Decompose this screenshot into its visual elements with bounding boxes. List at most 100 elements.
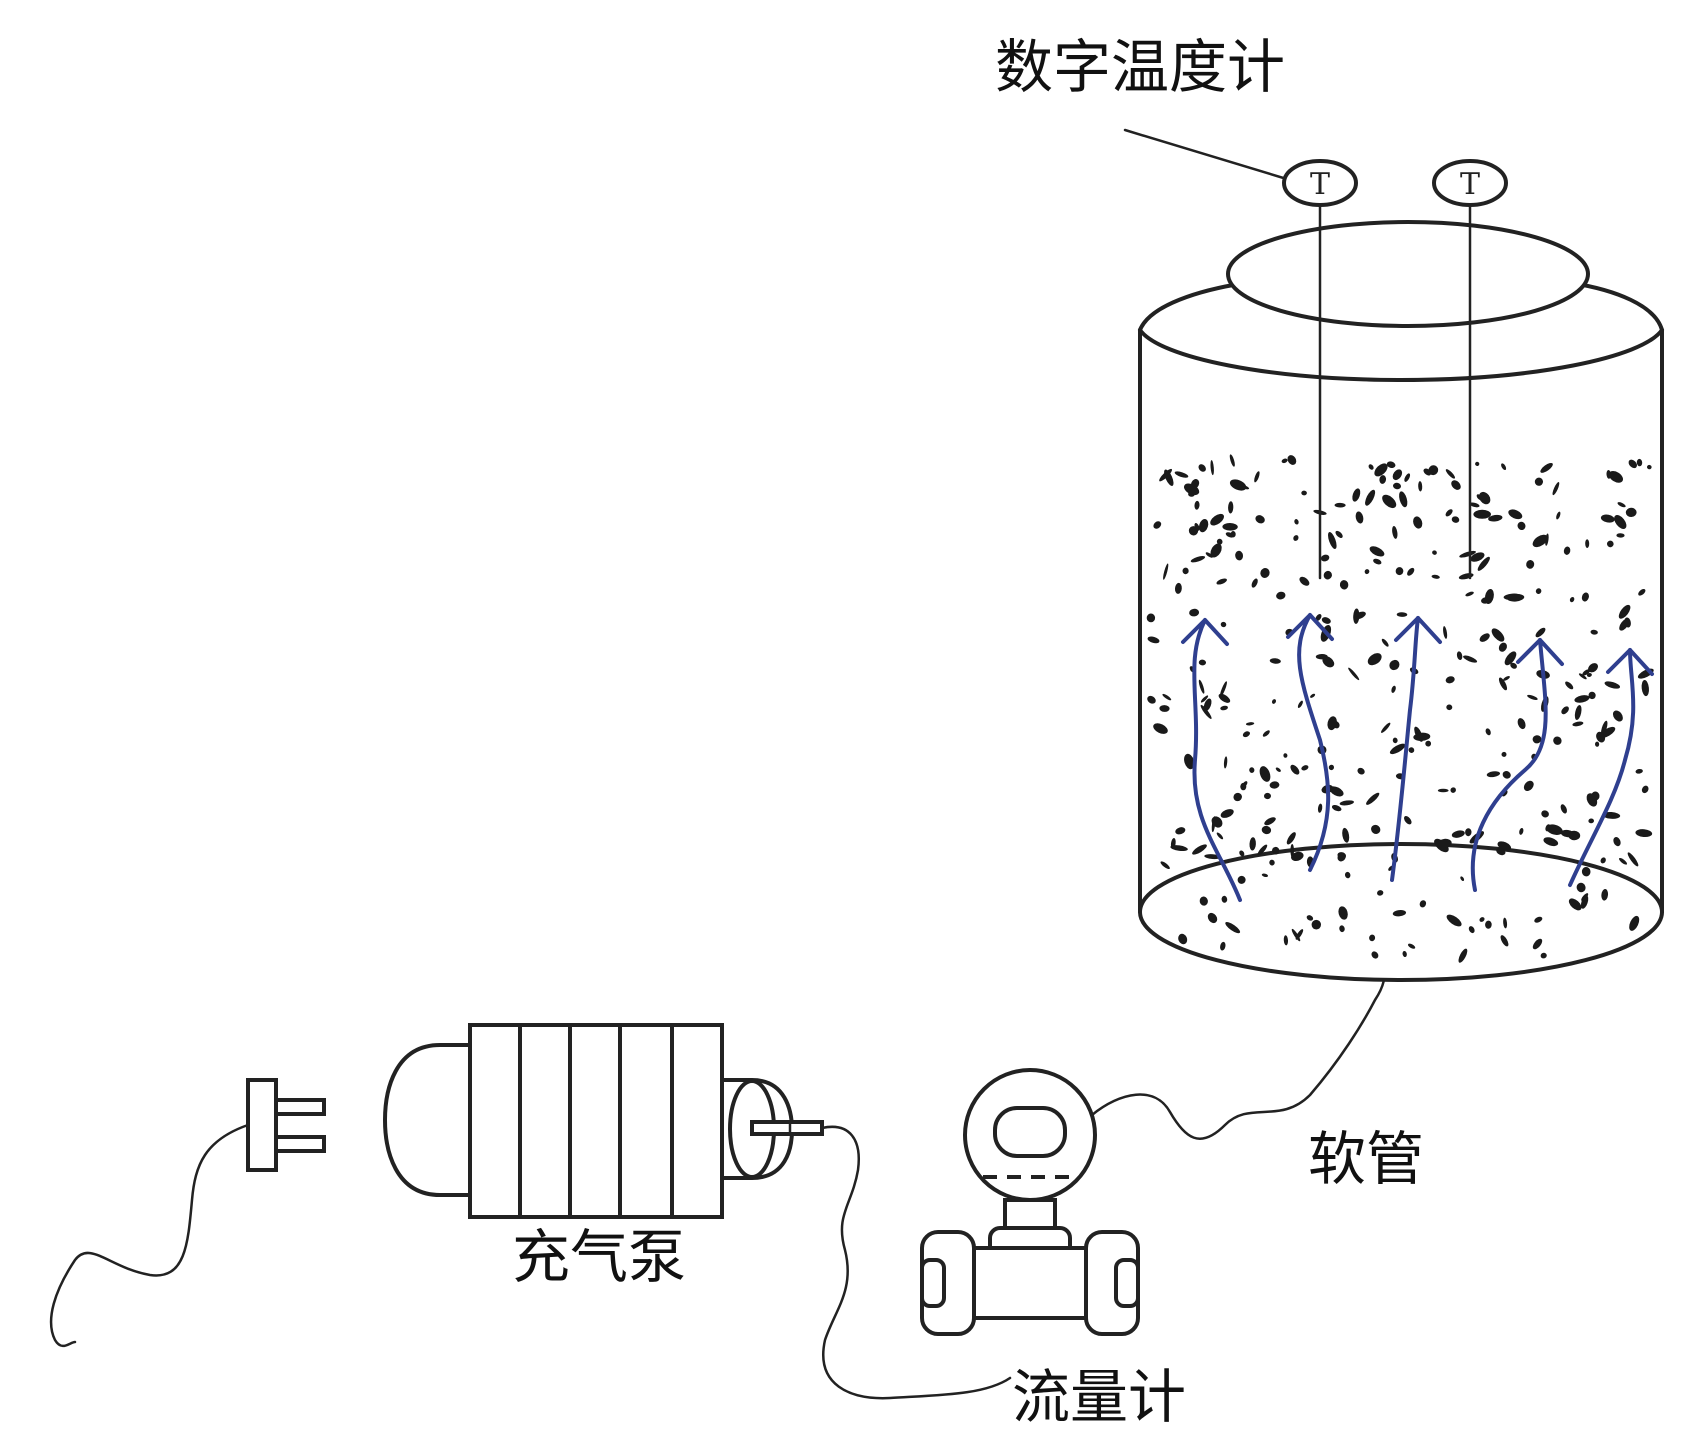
particle bbox=[1581, 867, 1591, 877]
particle bbox=[1519, 827, 1524, 835]
particle bbox=[1636, 458, 1643, 467]
particle bbox=[1192, 844, 1207, 855]
particle bbox=[1582, 669, 1591, 676]
particle bbox=[1198, 464, 1206, 472]
particle bbox=[1534, 477, 1544, 486]
particle bbox=[1413, 732, 1431, 741]
particle bbox=[1335, 530, 1343, 538]
particle bbox=[1526, 560, 1535, 569]
particle bbox=[1418, 481, 1423, 492]
particle bbox=[1225, 532, 1234, 538]
particle bbox=[1348, 667, 1360, 681]
particle bbox=[1580, 895, 1589, 909]
particle bbox=[1315, 653, 1328, 660]
particle bbox=[1225, 922, 1241, 934]
particle bbox=[1264, 792, 1271, 800]
particle bbox=[1641, 785, 1649, 794]
particle bbox=[1218, 693, 1231, 703]
particle bbox=[1641, 680, 1649, 697]
particle bbox=[1389, 743, 1406, 755]
particle bbox=[1153, 521, 1162, 529]
particle bbox=[1486, 771, 1501, 778]
particle bbox=[1251, 578, 1258, 588]
particle bbox=[1200, 695, 1209, 703]
particle bbox=[1600, 857, 1606, 864]
particle bbox=[1479, 491, 1491, 505]
particle bbox=[1517, 718, 1526, 730]
particle bbox=[1220, 621, 1227, 628]
particle bbox=[1198, 659, 1206, 666]
particle bbox=[1275, 767, 1281, 772]
pump-body bbox=[468, 1023, 724, 1219]
particle bbox=[1254, 471, 1260, 483]
particle bbox=[1163, 563, 1169, 580]
particle bbox=[1431, 574, 1440, 579]
particle bbox=[1535, 588, 1542, 594]
particle bbox=[1355, 511, 1364, 524]
particle bbox=[1240, 782, 1247, 791]
particle bbox=[1381, 638, 1389, 647]
particle bbox=[1618, 604, 1631, 619]
particle bbox=[1600, 720, 1608, 736]
particle bbox=[1203, 698, 1212, 712]
plug-prong-bottom bbox=[274, 1135, 326, 1153]
particle bbox=[1239, 850, 1245, 857]
particle bbox=[1328, 532, 1337, 549]
particle bbox=[1223, 756, 1228, 769]
particle bbox=[1205, 552, 1213, 558]
particle bbox=[1477, 556, 1490, 571]
particle bbox=[1465, 828, 1472, 837]
particle bbox=[1594, 741, 1600, 747]
particle bbox=[1367, 653, 1382, 666]
particle bbox=[1590, 629, 1598, 635]
particle bbox=[1235, 550, 1244, 561]
particle bbox=[1572, 721, 1584, 727]
tube-pump-to-flowmeter bbox=[820, 1125, 1012, 1400]
particle bbox=[1619, 618, 1630, 631]
particle bbox=[1588, 818, 1594, 824]
particle bbox=[1371, 951, 1379, 959]
particle bbox=[1386, 461, 1396, 469]
particle bbox=[1614, 515, 1627, 529]
particle bbox=[1194, 500, 1200, 510]
airflow-arrow-2 bbox=[1297, 613, 1331, 872]
particle bbox=[1475, 461, 1480, 467]
particle bbox=[1498, 677, 1508, 691]
particle bbox=[1281, 458, 1288, 464]
particle bbox=[1190, 556, 1206, 563]
particle bbox=[1391, 685, 1396, 693]
particle bbox=[1291, 928, 1301, 942]
particle bbox=[1561, 706, 1569, 715]
particle bbox=[1568, 898, 1582, 911]
particle bbox=[1545, 824, 1551, 832]
particle bbox=[1618, 857, 1628, 865]
particle bbox=[1552, 482, 1560, 496]
particle bbox=[1563, 546, 1571, 555]
particle bbox=[1283, 753, 1288, 758]
particle bbox=[1249, 837, 1256, 851]
particle bbox=[1257, 844, 1268, 856]
particle bbox=[1233, 482, 1250, 490]
flowmeter-icon bbox=[920, 1068, 1140, 1336]
particle bbox=[1602, 811, 1621, 819]
thermometer-symbol-1: T bbox=[1310, 167, 1330, 202]
particle bbox=[1560, 804, 1567, 814]
pump-dome bbox=[382, 1043, 472, 1197]
particle bbox=[1408, 747, 1415, 753]
particle bbox=[1534, 916, 1543, 923]
pump-label: 充气泵 bbox=[512, 1223, 687, 1291]
particle bbox=[1392, 910, 1407, 917]
plug-prong-top bbox=[274, 1098, 326, 1116]
airflow-arrow-5 bbox=[1568, 648, 1636, 887]
particle bbox=[1369, 546, 1385, 557]
particle bbox=[1425, 740, 1432, 747]
particle bbox=[1392, 469, 1403, 481]
particle bbox=[1249, 767, 1255, 773]
particle bbox=[1613, 837, 1621, 847]
particle bbox=[1323, 570, 1332, 580]
particle bbox=[1527, 694, 1538, 700]
thermometer-head-2 bbox=[1432, 159, 1508, 207]
particle bbox=[1404, 473, 1411, 482]
particle bbox=[1269, 781, 1280, 789]
particle bbox=[1159, 705, 1170, 712]
